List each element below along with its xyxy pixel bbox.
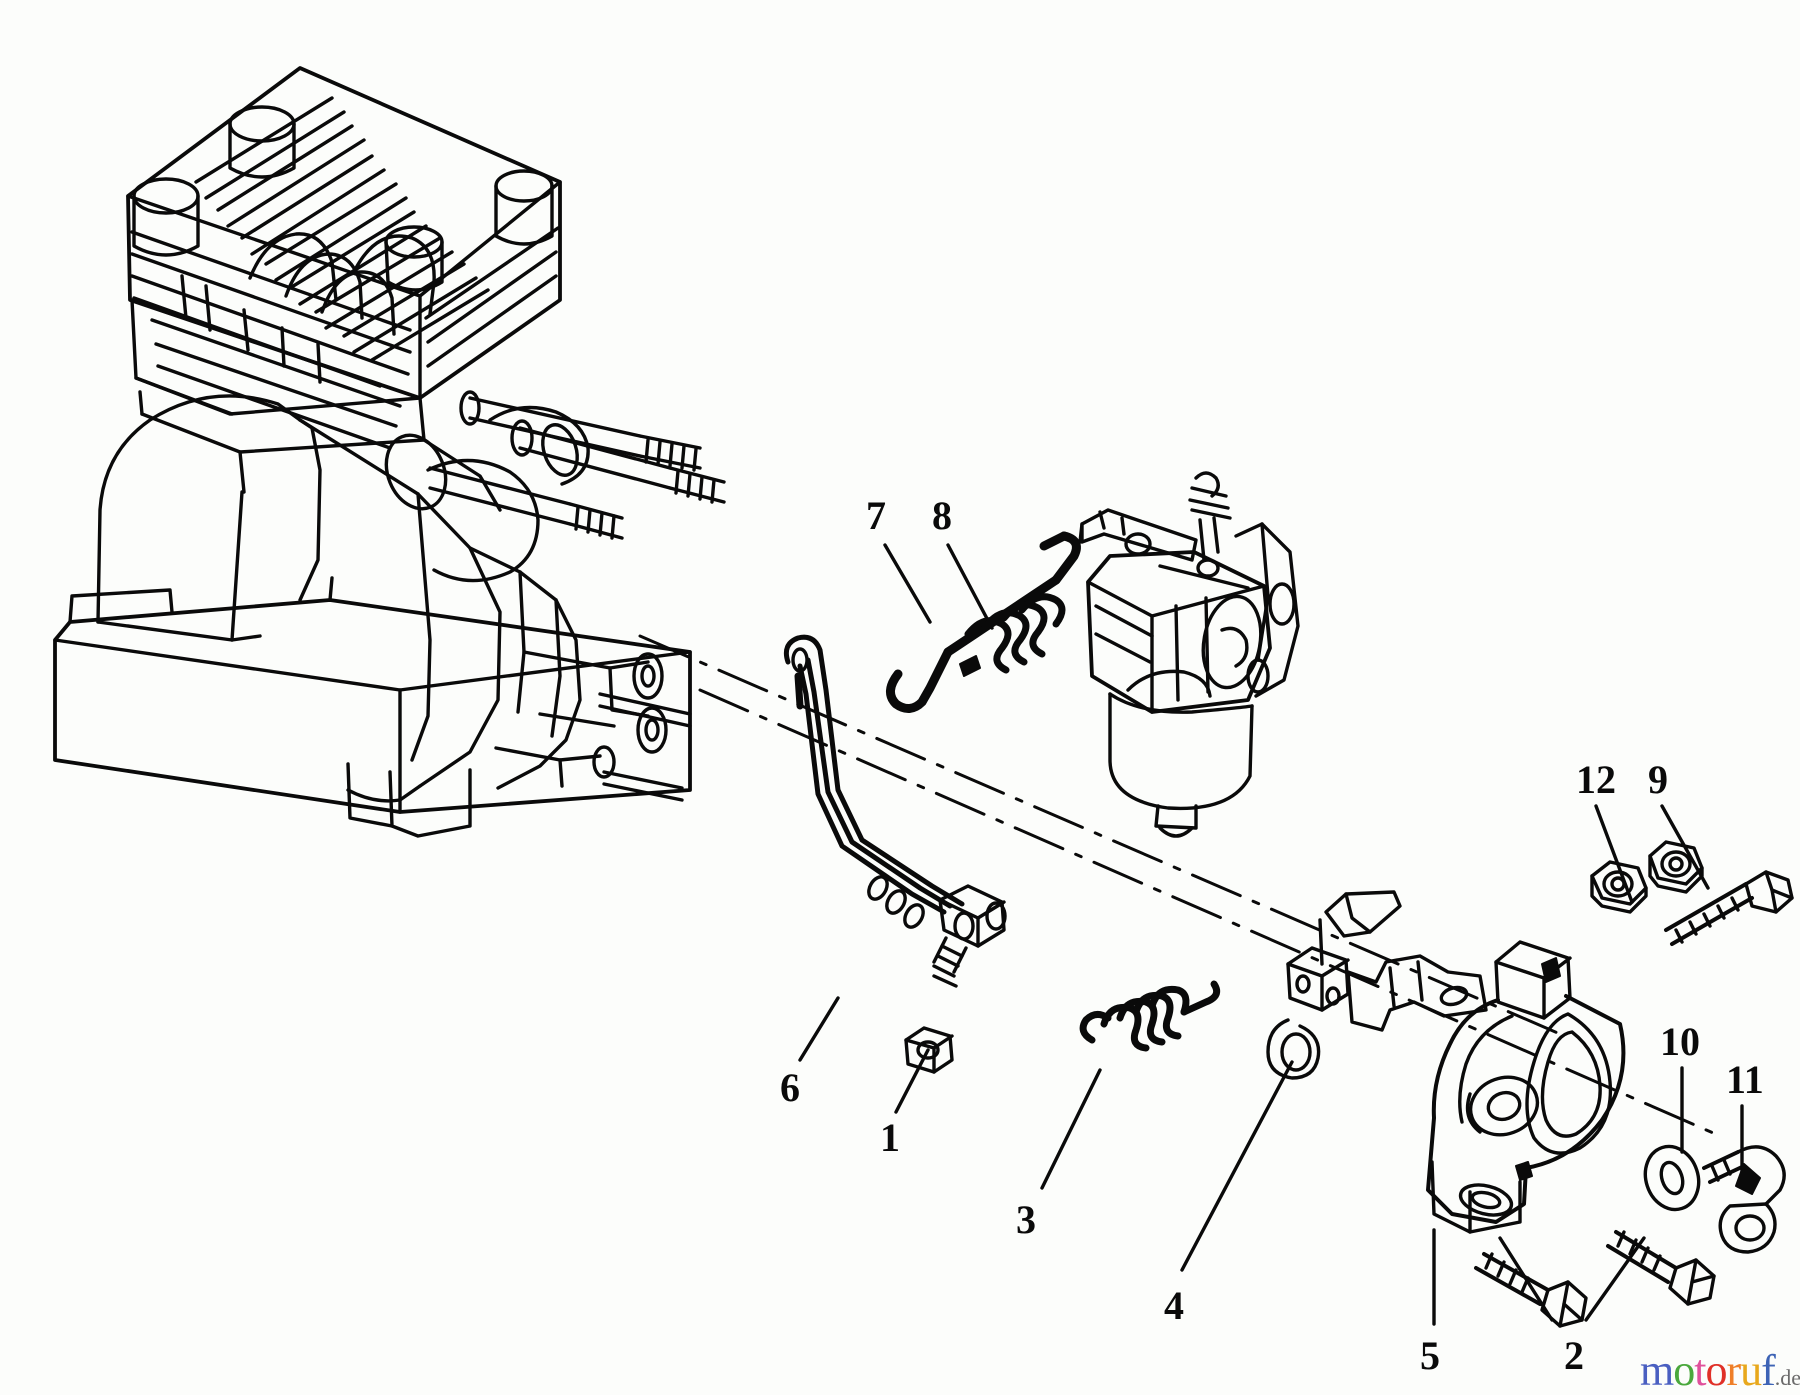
- callout-number-1: 1: [880, 1115, 900, 1160]
- assembly-axis-lines: [638, 634, 1722, 1138]
- governor-rod-spring: [964, 593, 1066, 674]
- governor-lever: [783, 634, 1007, 988]
- callout-number-5: 5: [1420, 1333, 1440, 1378]
- cylinder-head-fins: [126, 66, 562, 512]
- callout-number-6: 6: [780, 1065, 800, 1110]
- logo-letter-o2: o: [1705, 1346, 1727, 1395]
- logo-letter-o1: o: [1673, 1346, 1695, 1395]
- control-bracket: [1266, 890, 1488, 1080]
- flat-washer: [1643, 1144, 1701, 1212]
- carburetor: [1078, 471, 1300, 838]
- speed-control-lever: [1426, 940, 1626, 1234]
- callout-number-8: 8: [932, 493, 952, 538]
- logo-letter-t: t: [1694, 1346, 1706, 1395]
- cable-clamp: [1702, 1145, 1786, 1254]
- callout-number-3: 3: [1016, 1197, 1036, 1242]
- callout-number-11: 11: [1726, 1057, 1764, 1102]
- callout-number-7: 7: [866, 493, 886, 538]
- hex-bolt: [1664, 870, 1794, 946]
- head-bolt-studs: [428, 390, 726, 540]
- logo-letter-f: f: [1761, 1346, 1776, 1395]
- governor-spring: [1079, 980, 1221, 1052]
- callout-number-12: 12: [1576, 757, 1616, 802]
- hex-nut-pair: [1590, 840, 1704, 914]
- callout-number-9: 9: [1648, 757, 1668, 802]
- logo-letter-r: r: [1726, 1346, 1741, 1395]
- callout-leader-lines: [798, 543, 1744, 1326]
- hex-flange-bolt-left: [1474, 1252, 1588, 1328]
- callout-number-4: 4: [1164, 1283, 1184, 1328]
- hex-flange-bolt-right: [1606, 1230, 1716, 1306]
- callout-number-2: 2: [1564, 1333, 1584, 1378]
- logo-dot: .: [1774, 1365, 1781, 1390]
- governor-shaft-boss: [494, 650, 692, 802]
- logo-letter-m: m: [1640, 1346, 1674, 1395]
- logo-letter-u: u: [1740, 1346, 1762, 1395]
- motoruf-watermark-logo: motoruf.de: [1640, 1349, 1800, 1393]
- lock-nut: [904, 1026, 954, 1074]
- callout-number-10: 10: [1660, 1019, 1700, 1064]
- logo-tld: de: [1780, 1365, 1800, 1390]
